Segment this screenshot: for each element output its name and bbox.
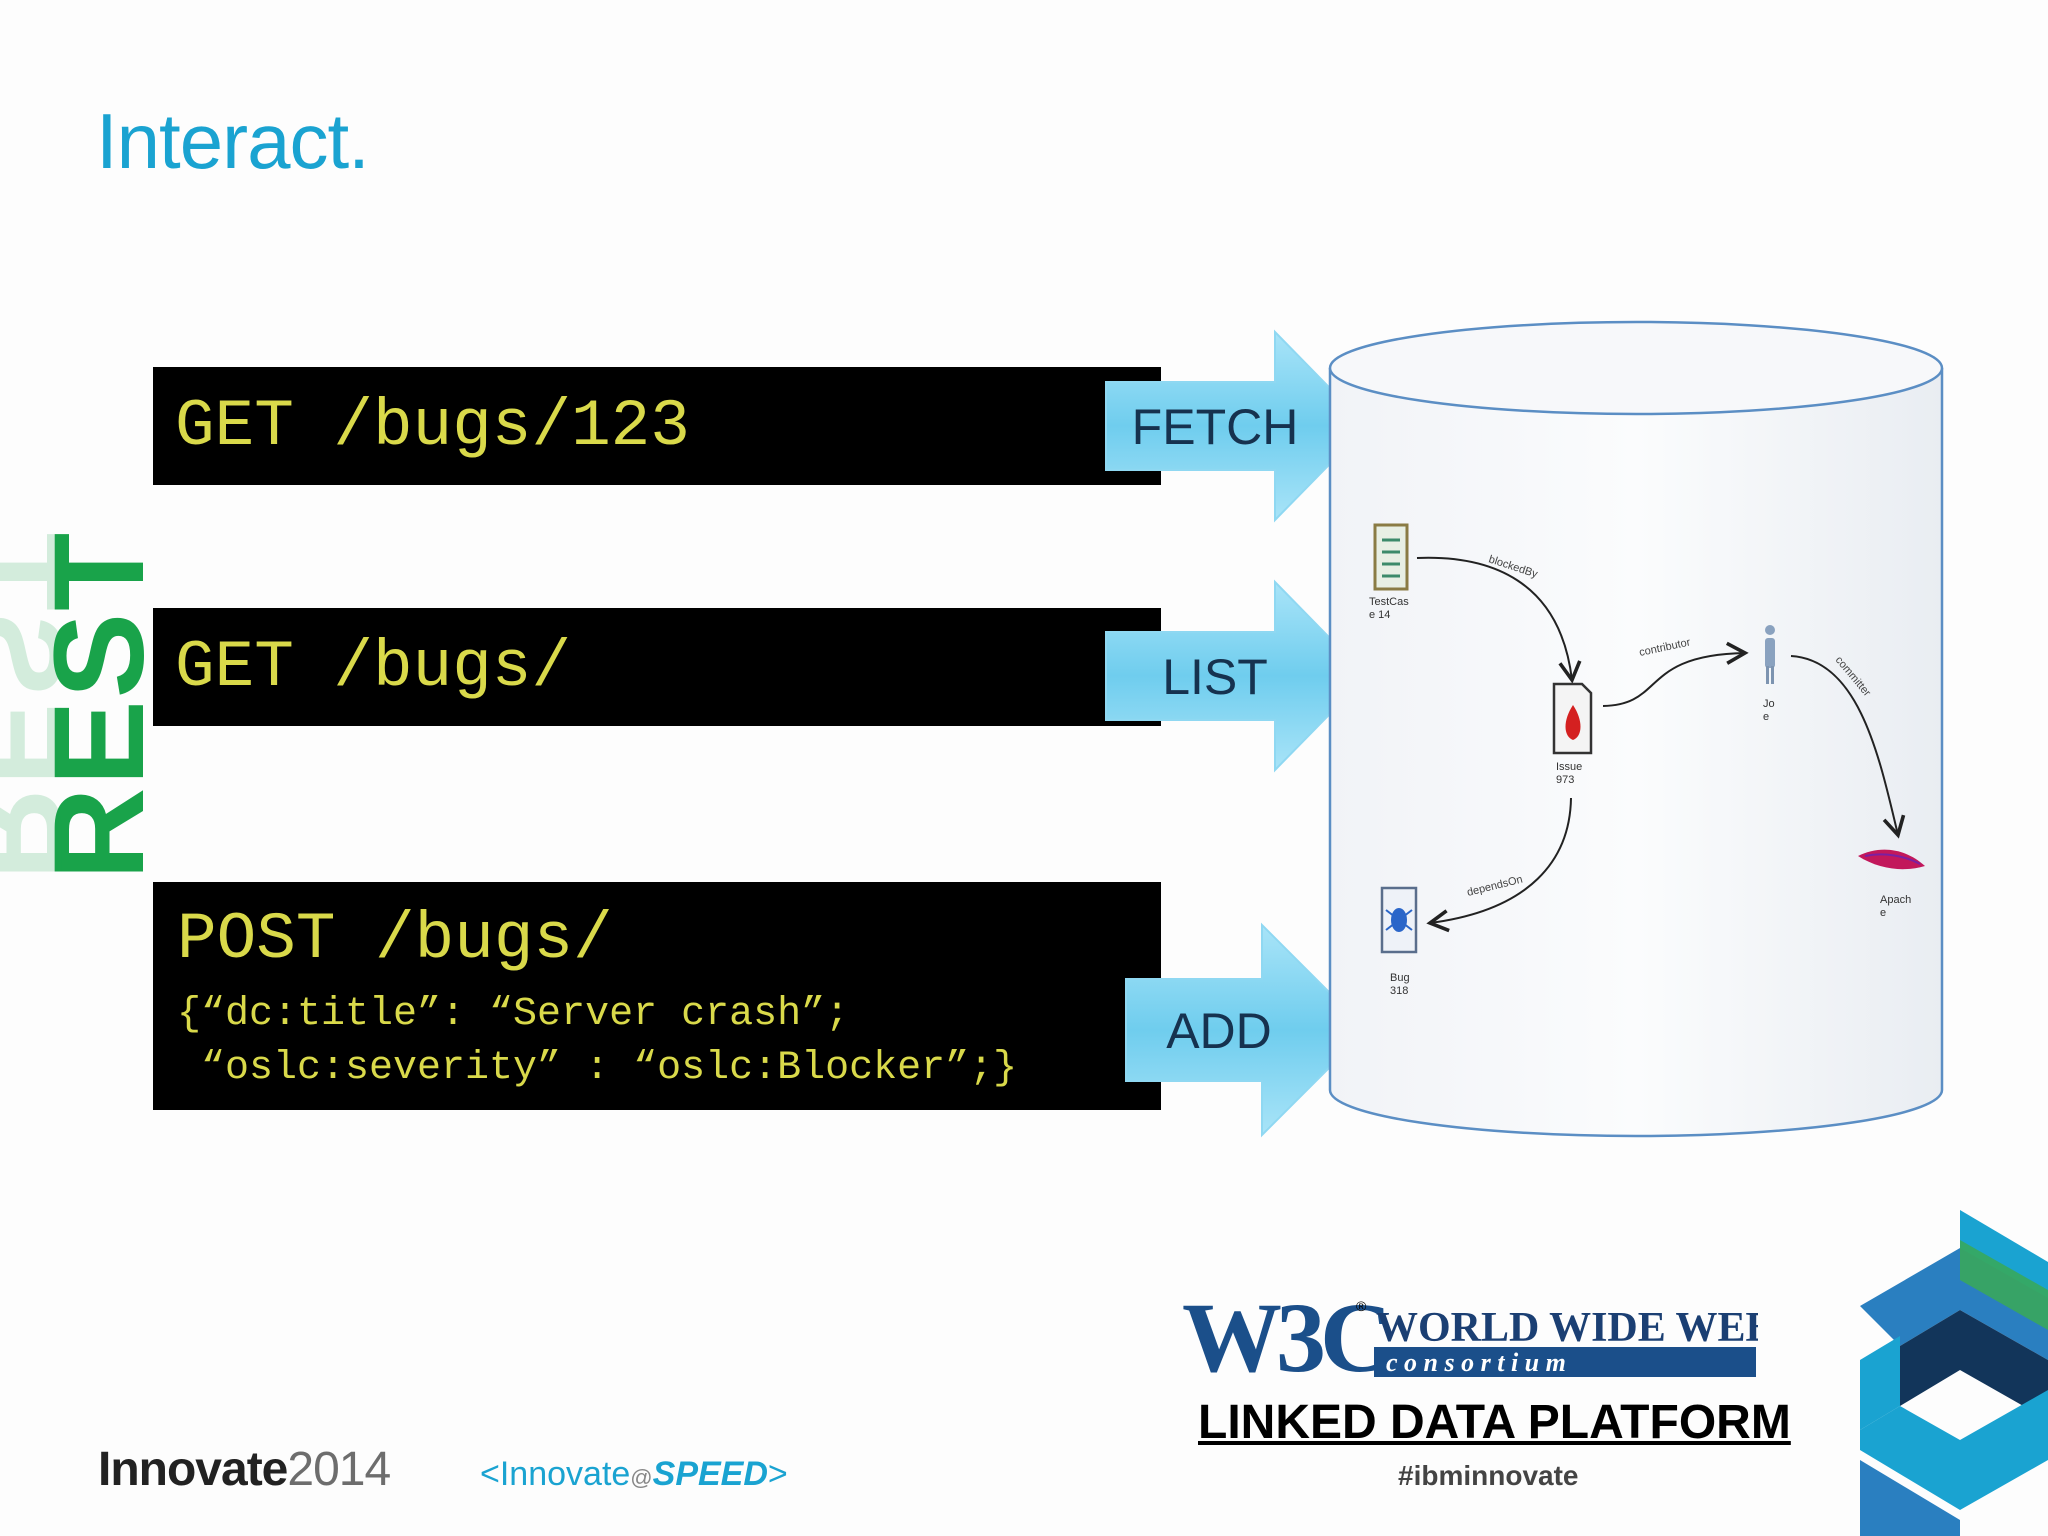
post-body-line2: “oslc:severity” : “oslc:Blocker”;}: [177, 1046, 1018, 1091]
post-body-line1: {“dc:title”: “Server crash”;: [177, 992, 850, 1037]
ibm-corner-graphic: [1860, 1210, 2048, 1536]
issue-icon: [1552, 682, 1593, 755]
speed-at: @: [630, 1465, 653, 1490]
list-bugs-command: GET /bugs/: [175, 630, 572, 705]
fetch-label: FETCH: [1131, 399, 1299, 455]
issue-label-1: Issue: [1556, 761, 1582, 773]
bug-icon: [1380, 886, 1418, 954]
list-arrow: [1105, 579, 1369, 773]
list-bugs-command-box: GET /bugs/: [153, 608, 1161, 726]
linked-data-platform-caption: LINKED DATA PLATFORM: [1198, 1396, 1791, 1449]
get-bug-command-box: GET /bugs/123: [153, 367, 1161, 485]
apache-feather-icon: [1858, 849, 1925, 870]
speed-close: >: [767, 1455, 788, 1493]
data-store-cylinder: blockedBy contributor committer dependsO…: [1328, 320, 1944, 1138]
speed-word: SPEED: [652, 1455, 768, 1493]
list-label: LIST: [1162, 649, 1268, 705]
apache-label-1: Apach: [1880, 894, 1911, 906]
innovate-at-speed-logo: <Innovate@SPEED>: [480, 1455, 788, 1494]
add-arrow: [1125, 922, 1369, 1138]
edge-contributor: [1602, 641, 1749, 707]
w3c-line2: c o n s o r t i u m: [1386, 1348, 1566, 1377]
fetch-arrow: [1105, 329, 1369, 523]
slide-title: Interact.: [96, 97, 370, 185]
post-bug-command: POST /bugs/: [177, 902, 613, 977]
w3c-mark: W3C: [1182, 1285, 1386, 1385]
testcase-icon: [1373, 523, 1409, 591]
testcase-label-2: e 14: [1369, 609, 1390, 621]
innovate-word: Innovate: [98, 1443, 288, 1496]
hashtag: #ibminnovate: [1398, 1460, 1579, 1491]
innovate-year: 2014: [287, 1443, 391, 1496]
w3c-logo: W3C ® WORLD WIDE WEB c o n s o r t i u m: [1182, 1282, 1774, 1393]
edge-committer: [1790, 655, 1906, 839]
person-icon: [1765, 625, 1775, 684]
innovate-2014-logo: Innovate2014: [98, 1442, 391, 1497]
w3c-line1: WORLD WIDE WEB: [1376, 1305, 1758, 1351]
speed-open: <Innovate: [480, 1455, 631, 1493]
apache-label-2: e: [1880, 907, 1886, 919]
bug-label-2: 318: [1390, 985, 1408, 997]
issue-label-2: 973: [1556, 774, 1574, 786]
w3c-logo-graphic: W3C ® WORLD WIDE WEB c o n s o r t i u m: [1182, 1282, 1774, 1393]
svg-text:®: ®: [1356, 1298, 1367, 1314]
get-bug-command: GET /bugs/123: [175, 389, 690, 464]
person-label-1: Jo: [1763, 698, 1775, 710]
testcase-label-1: TestCas: [1369, 596, 1409, 608]
person-label-2: e: [1763, 711, 1769, 723]
bug-label-1: Bug: [1390, 972, 1410, 984]
post-bug-command-box: POST /bugs/ {“dc:title”: “Server crash”;…: [153, 882, 1161, 1110]
edge-depends-on: [1426, 797, 1572, 933]
add-label: ADD: [1166, 1003, 1272, 1059]
edge-blocked-by: [1416, 556, 1582, 684]
